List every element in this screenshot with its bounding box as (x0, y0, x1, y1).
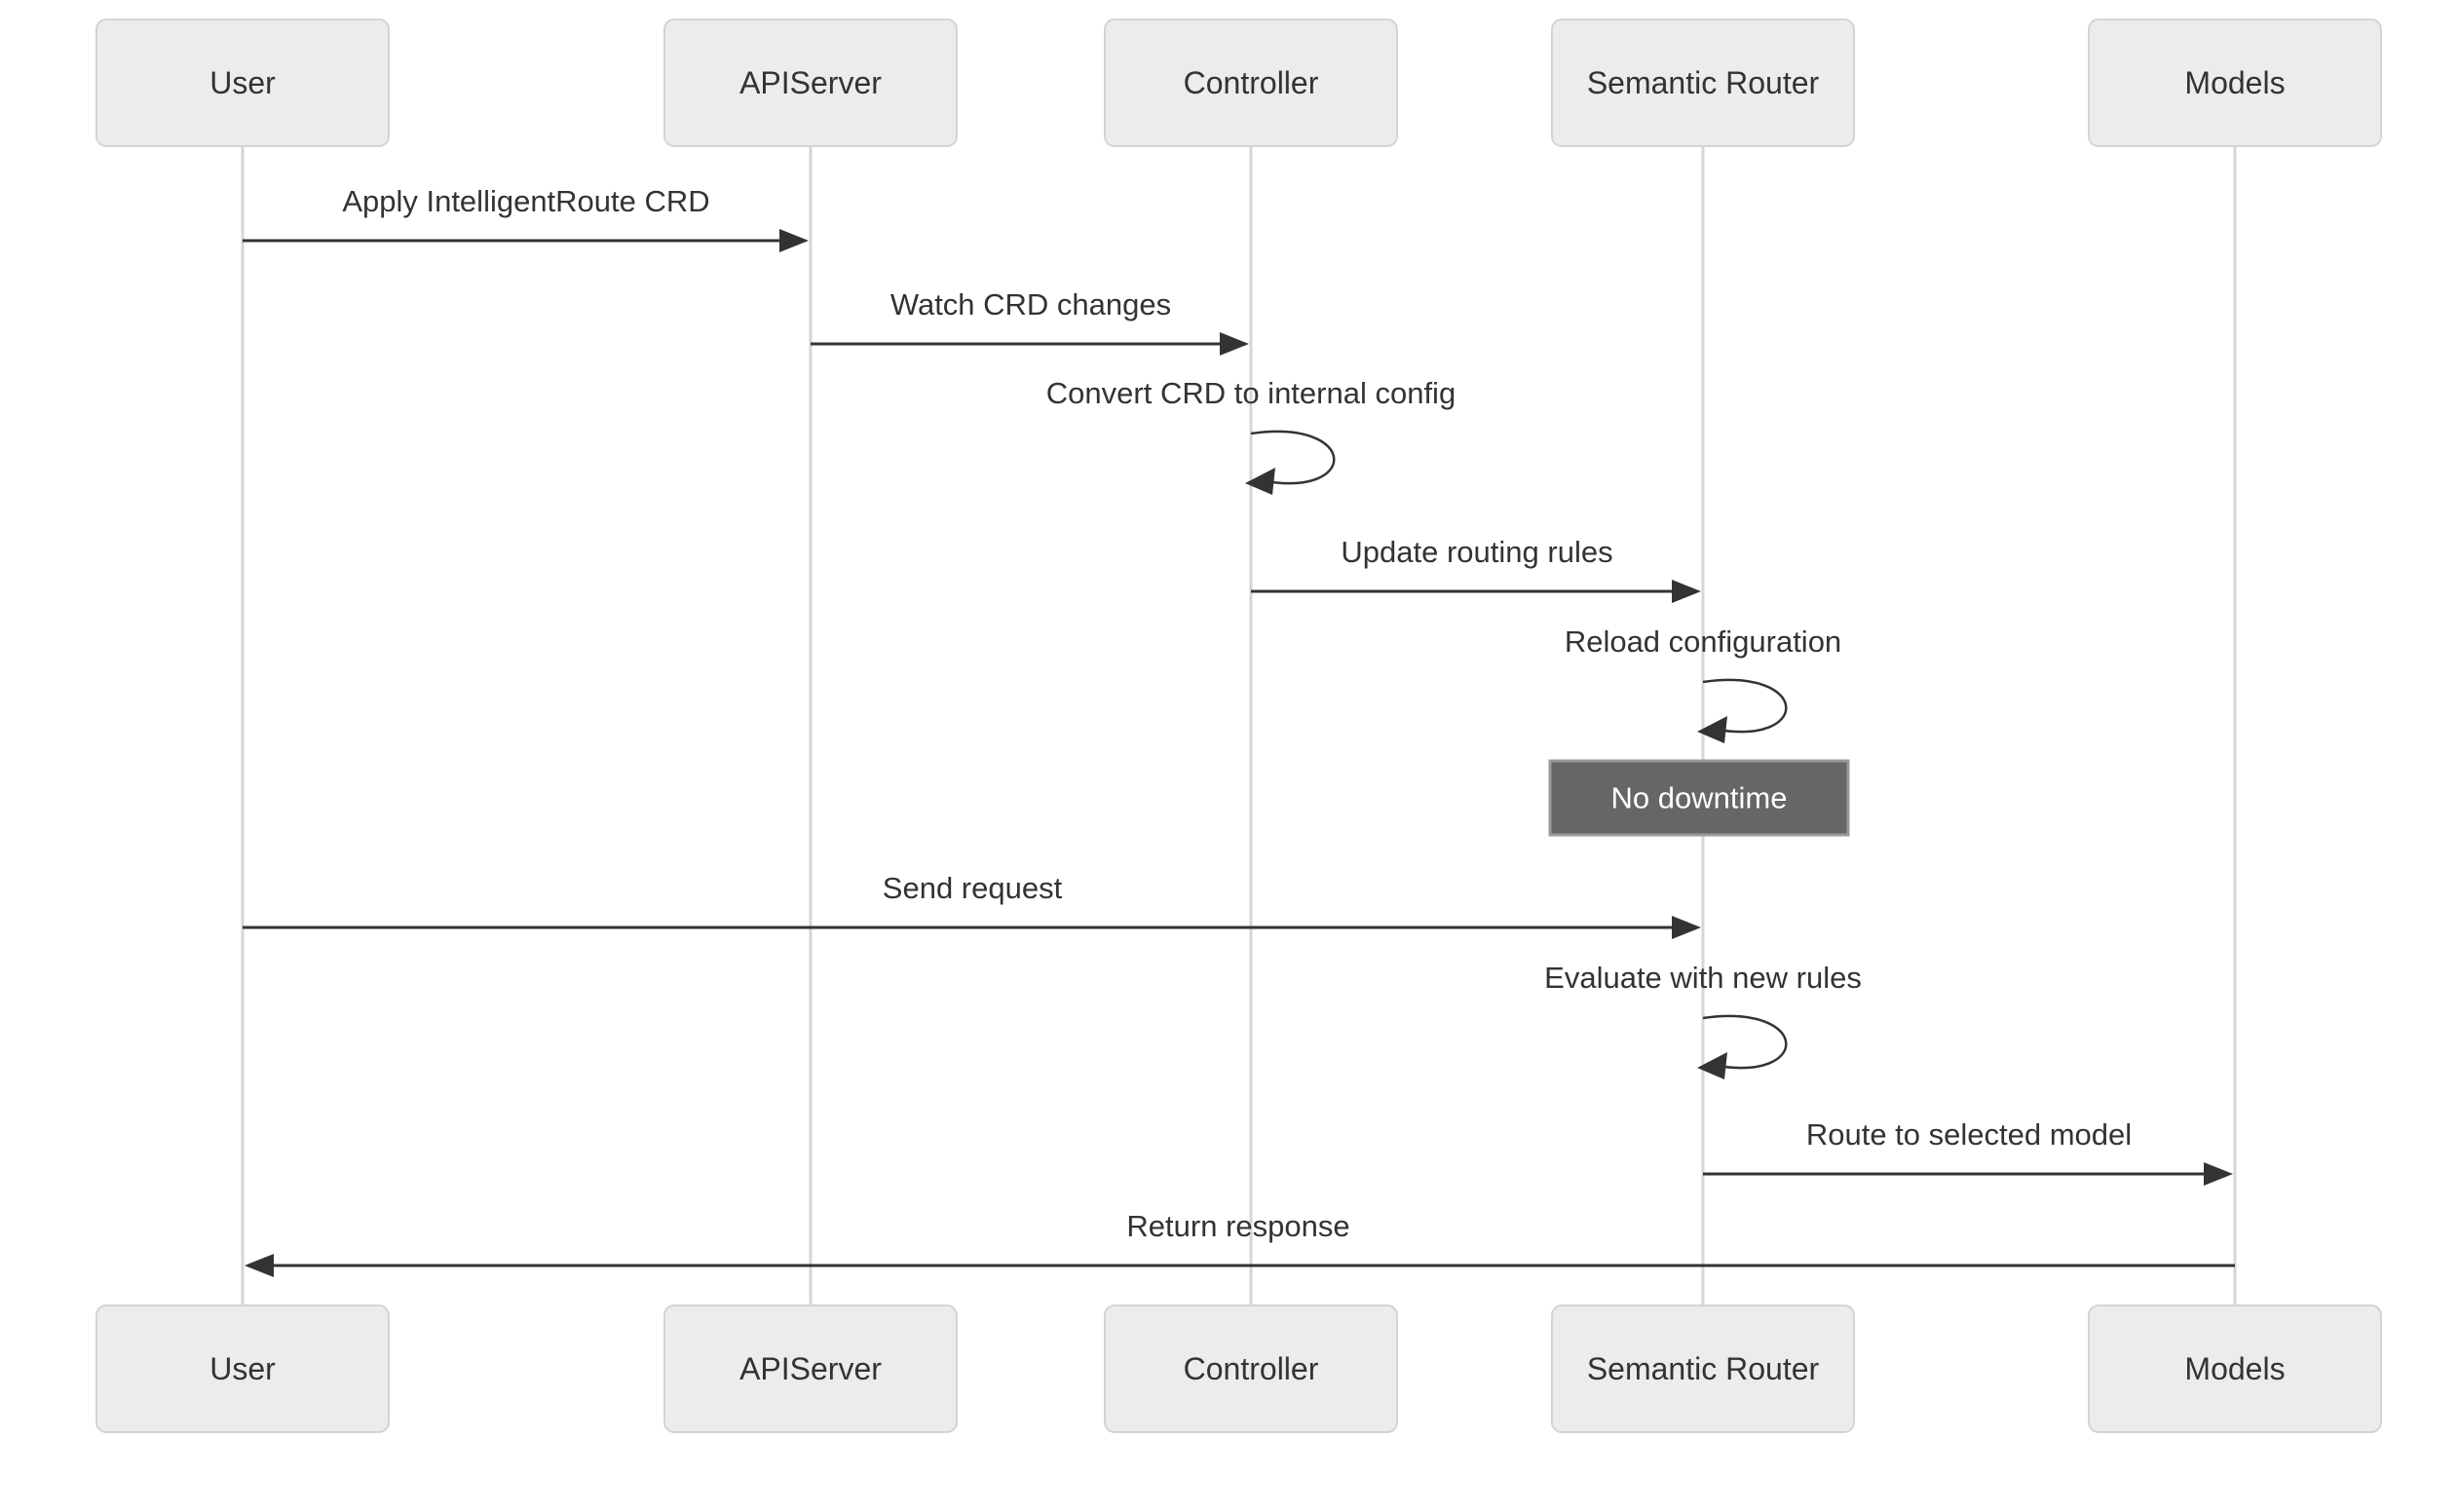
actor-bottom-user-box (95, 1304, 390, 1433)
actor-top-apiserver-box (663, 19, 958, 147)
arrowhead-right-icon (1672, 580, 1701, 603)
message-convert-crd-self: Convert CRD to internal config (1046, 376, 1456, 495)
arrowhead-left-icon (1697, 1052, 1727, 1079)
message-update-routing-rules-label: Update routing rules (1341, 535, 1612, 569)
actor-top-user-box (95, 19, 390, 147)
actor-top-user-label: User (209, 65, 276, 100)
arrowhead-left-icon (1245, 468, 1275, 495)
message-update-routing-rules: Update routing rules (1251, 535, 1701, 603)
message-convert-crd-label: Convert CRD to internal config (1046, 376, 1456, 410)
actor-top-user: User (95, 19, 390, 147)
actor-top-controller-label: Controller (1184, 65, 1319, 100)
arrowhead-left-icon (245, 1254, 274, 1277)
actor-top-controller-box (1104, 19, 1398, 147)
actor-bottom-semantic-router: Semantic Router (1551, 1304, 1855, 1433)
message-evaluate-new-rules-label: Evaluate with new rules (1544, 961, 1862, 995)
actor-bottom-semantic-router-label: Semantic Router (1587, 1351, 1820, 1386)
actor-top-semantic-router-box (1551, 19, 1855, 147)
message-apply-intelligentroute-crd-label: Apply IntelligentRoute CRD (342, 184, 709, 218)
arrowhead-right-icon (1672, 916, 1701, 939)
message-convert-crd-loop (1250, 430, 1336, 485)
note-no-downtime-label: No downtime (1611, 781, 1788, 815)
actor-bottom-models-label: Models (2184, 1351, 2285, 1386)
arrowhead-left-icon (1697, 716, 1727, 743)
message-reload-configuration-self: Reload configuration (1565, 624, 1841, 743)
actor-top-models-box (2088, 19, 2382, 147)
note-no-downtime: No downtime (1548, 759, 1850, 837)
note-no-downtime-box (1548, 759, 1850, 837)
message-route-to-selected-model: Route to selected model (1703, 1117, 2233, 1186)
actor-bottom-models: Models (2088, 1304, 2382, 1433)
message-watch-crd-changes: Watch CRD changes (811, 287, 1249, 356)
actor-top-models: Models (2088, 19, 2382, 147)
actor-bottom-controller-box (1104, 1304, 1398, 1433)
actor-top-models-label: Models (2184, 65, 2285, 100)
actor-bottom-user-label: User (209, 1351, 276, 1386)
actor-top-apiserver: APIServer (663, 19, 958, 147)
actor-bottom-controller-label: Controller (1184, 1351, 1319, 1386)
message-return-response: Return response (245, 1209, 2235, 1277)
message-send-request: Send request (243, 871, 1701, 939)
actor-bottom-apiserver-label: APIServer (739, 1351, 882, 1386)
actor-bottom-models-box (2088, 1304, 2382, 1433)
actor-bottom-apiserver: APIServer (663, 1304, 958, 1433)
actor-bottom-apiserver-box (663, 1304, 958, 1433)
actor-top-semantic-router-label: Semantic Router (1587, 65, 1820, 100)
message-return-response-label: Return response (1126, 1209, 1349, 1243)
message-evaluate-new-rules-self: Evaluate with new rules (1544, 961, 1862, 1079)
message-watch-crd-changes-label: Watch CRD changes (890, 287, 1171, 321)
actor-top-apiserver-label: APIServer (739, 65, 882, 100)
arrowhead-right-icon (779, 229, 809, 252)
actor-bottom-user: User (95, 1304, 390, 1433)
message-reload-configuration-loop (1702, 678, 1788, 734)
actor-bottom-controller: Controller (1104, 1304, 1398, 1433)
message-send-request-label: Send request (883, 871, 1063, 905)
actor-bottom-semantic-router-box (1551, 1304, 1855, 1433)
message-evaluate-new-rules-loop (1702, 1014, 1788, 1070)
arrowhead-right-icon (1220, 332, 1249, 356)
actor-top-controller: Controller (1104, 19, 1398, 147)
message-apply-intelligentroute-crd: Apply IntelligentRoute CRD (243, 184, 809, 252)
message-reload-configuration-label: Reload configuration (1565, 624, 1841, 659)
actor-top-semantic-router: Semantic Router (1551, 19, 1855, 147)
message-route-to-selected-model-label: Route to selected model (1806, 1117, 2132, 1152)
arrowhead-right-icon (2204, 1162, 2233, 1186)
